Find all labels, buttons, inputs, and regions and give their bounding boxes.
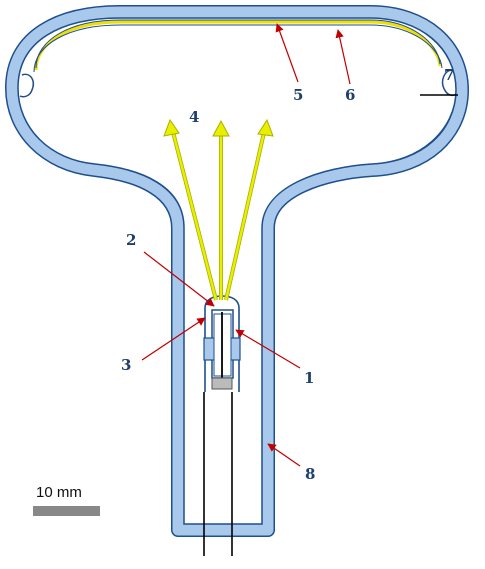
callout-2: 2	[126, 231, 136, 249]
envelope-interior	[17, 17, 457, 525]
scale-bar: 10 mm	[33, 484, 100, 516]
leader-8	[267, 443, 301, 467]
phosphor-layer	[19, 19, 457, 98]
leader-2	[143, 251, 215, 307]
ray-center-head	[212, 119, 230, 137]
phosphor-coating-outline-top	[35, 19, 441, 69]
glass-envelope	[5, 5, 469, 537]
callout-labels: 1 2 3 4 5 6 7 8	[121, 66, 454, 483]
callout-1: 1	[304, 369, 314, 387]
cathode-base	[211, 377, 233, 390]
callout-4: 4	[189, 108, 199, 126]
callout-6: 6	[345, 86, 355, 104]
leader-6	[335, 29, 351, 85]
leader-lines	[141, 23, 351, 467]
left-bump	[19, 73, 34, 98]
scale-bar-rect	[33, 506, 100, 516]
emission-rays	[163, 118, 274, 301]
scale-bar-label: 10 mm	[36, 484, 82, 501]
callout-7: 7	[444, 66, 454, 84]
ray-right-head	[257, 118, 274, 137]
ray-left-head	[163, 118, 180, 137]
leader-3	[141, 317, 206, 361]
callout-3: 3	[121, 356, 131, 374]
phosphor-coating-outline-bottom	[33, 24, 443, 73]
callout-8: 8	[305, 465, 315, 483]
ray-right-fill	[224, 127, 267, 301]
ray-left-fill	[170, 127, 218, 301]
leader-5	[275, 23, 299, 83]
glass-envelope-wall	[6, 6, 468, 536]
callout-5: 5	[293, 86, 303, 104]
leader-1	[235, 329, 301, 369]
cathode-assembly	[203, 295, 241, 556]
